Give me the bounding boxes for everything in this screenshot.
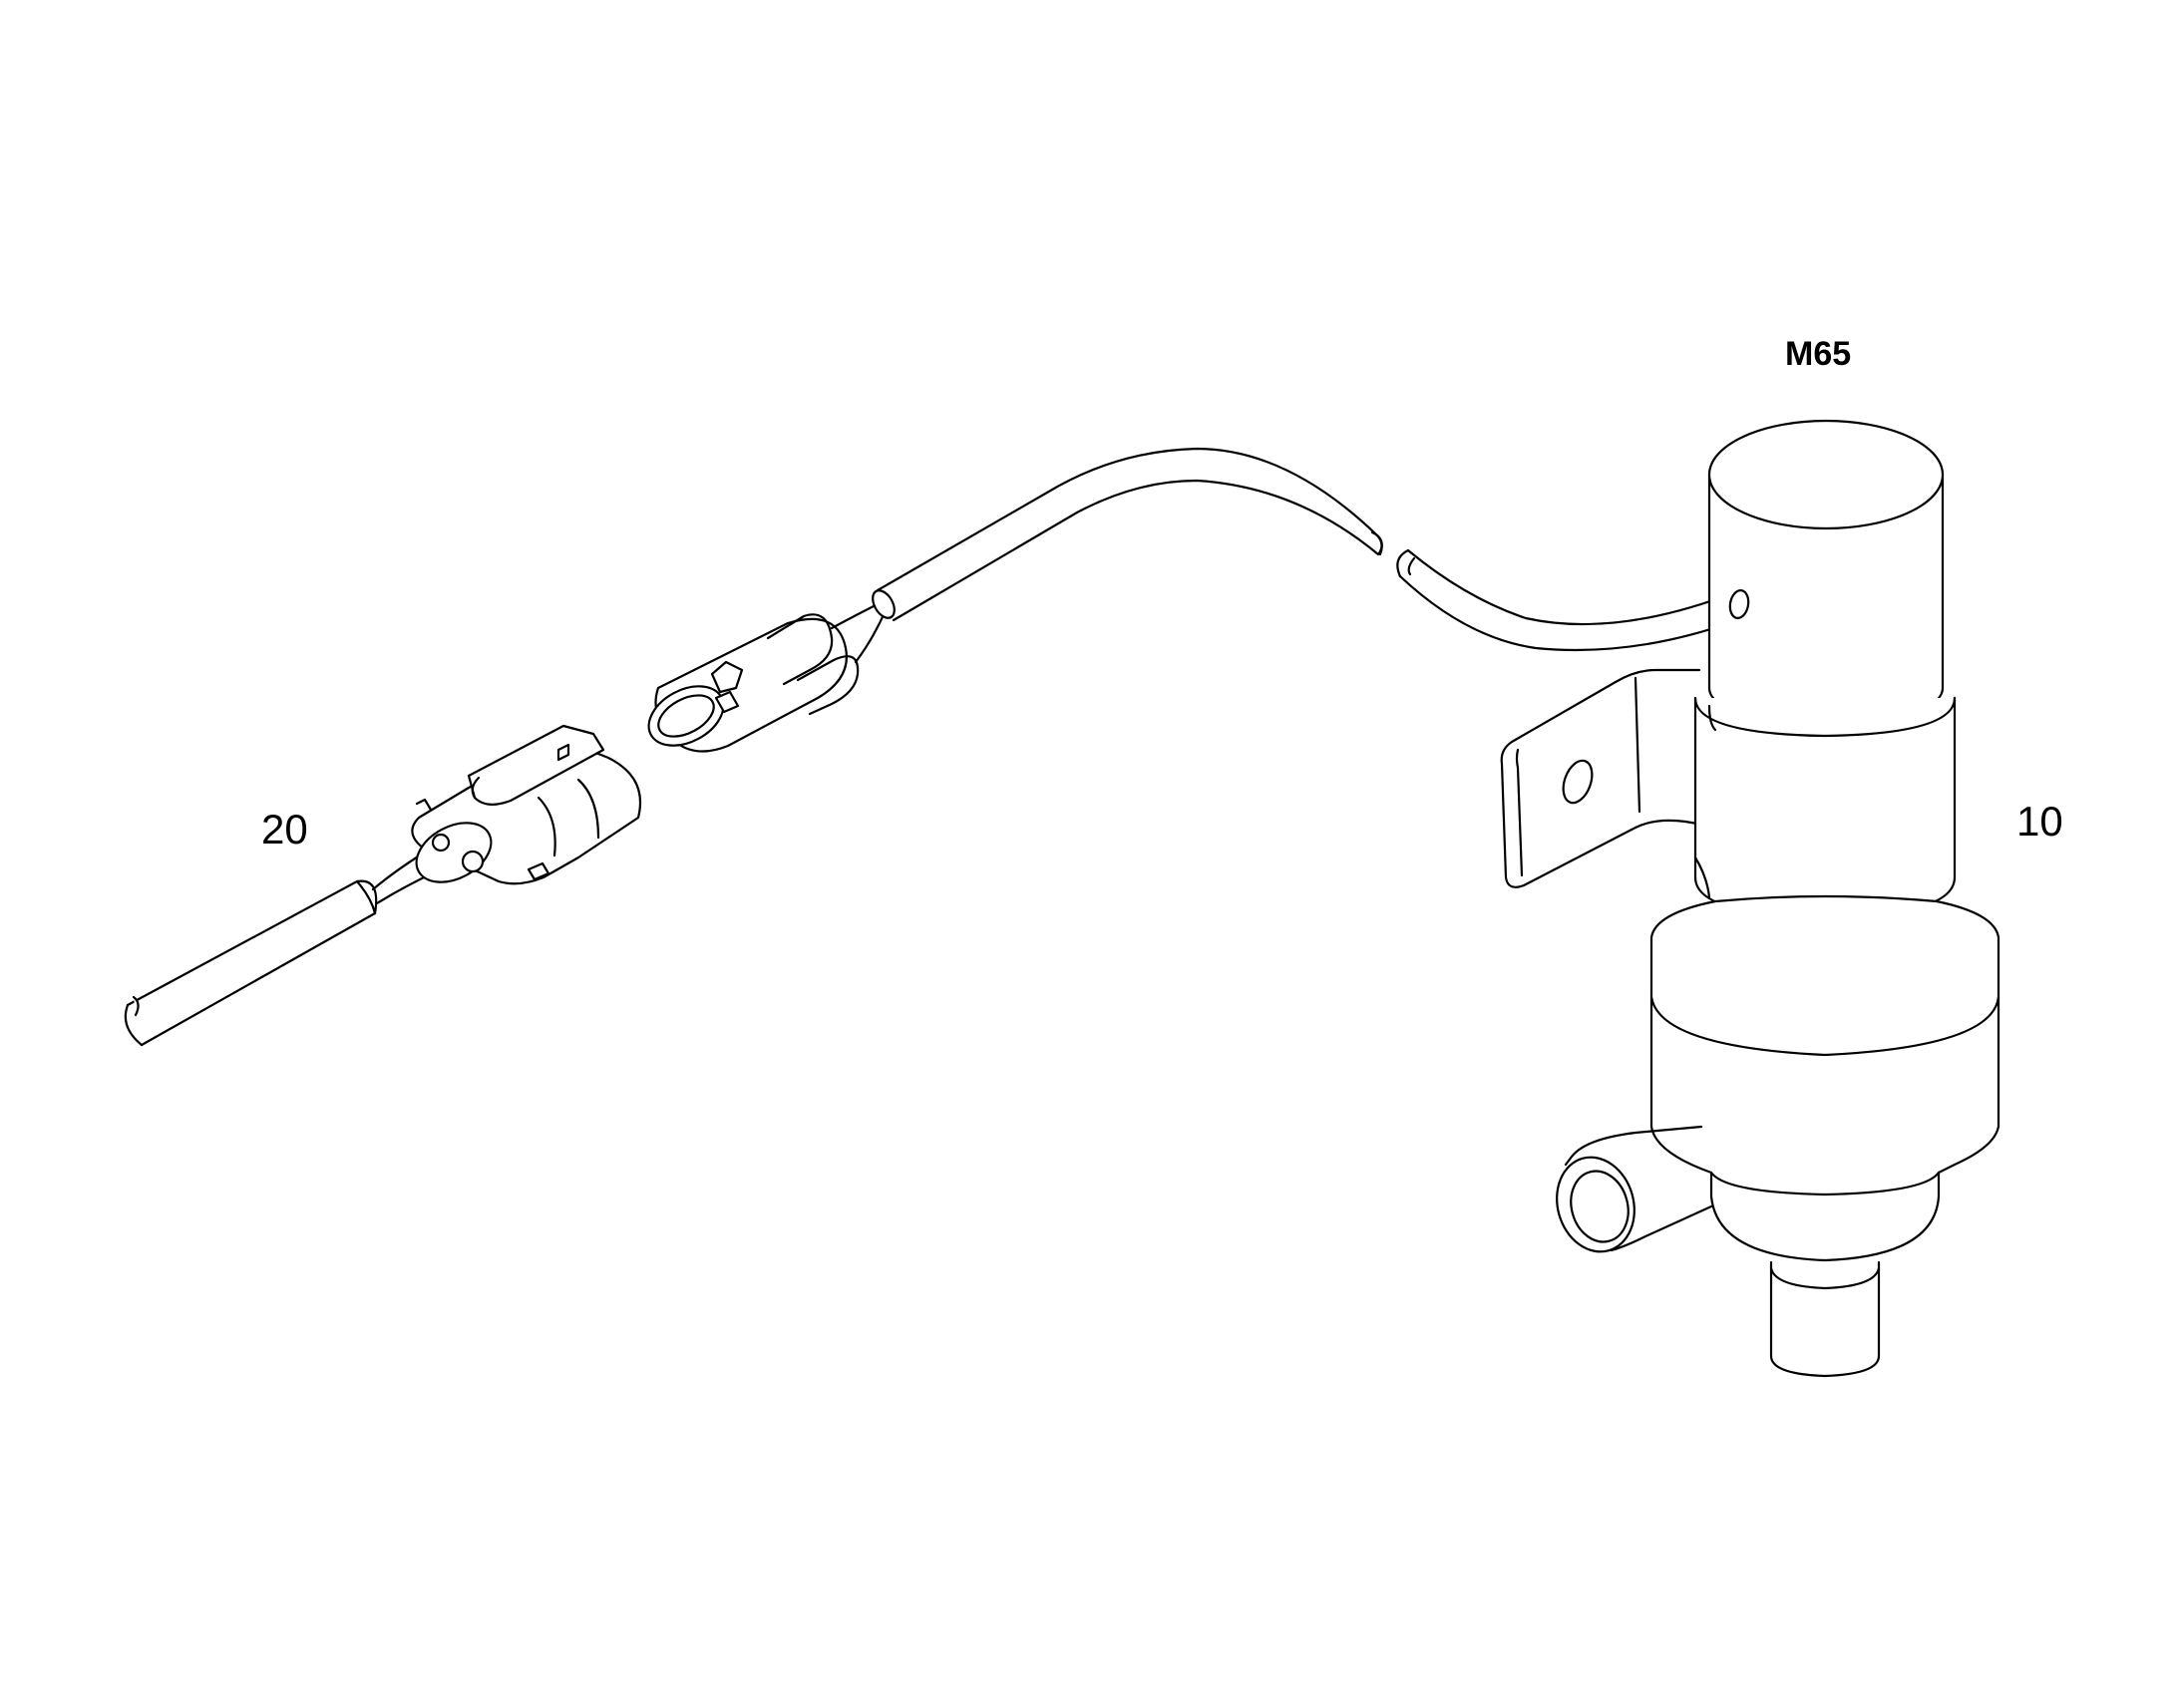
callout-pump: 10 <box>2016 798 2063 845</box>
component-code-label: M65 <box>1785 335 1852 373</box>
main-cable <box>869 449 1751 650</box>
wire-end-stub <box>126 881 376 1045</box>
male-connector <box>638 614 858 757</box>
pump-body <box>1502 421 1998 1376</box>
female-connector <box>406 726 640 894</box>
callout-connector: 20 <box>261 806 308 853</box>
